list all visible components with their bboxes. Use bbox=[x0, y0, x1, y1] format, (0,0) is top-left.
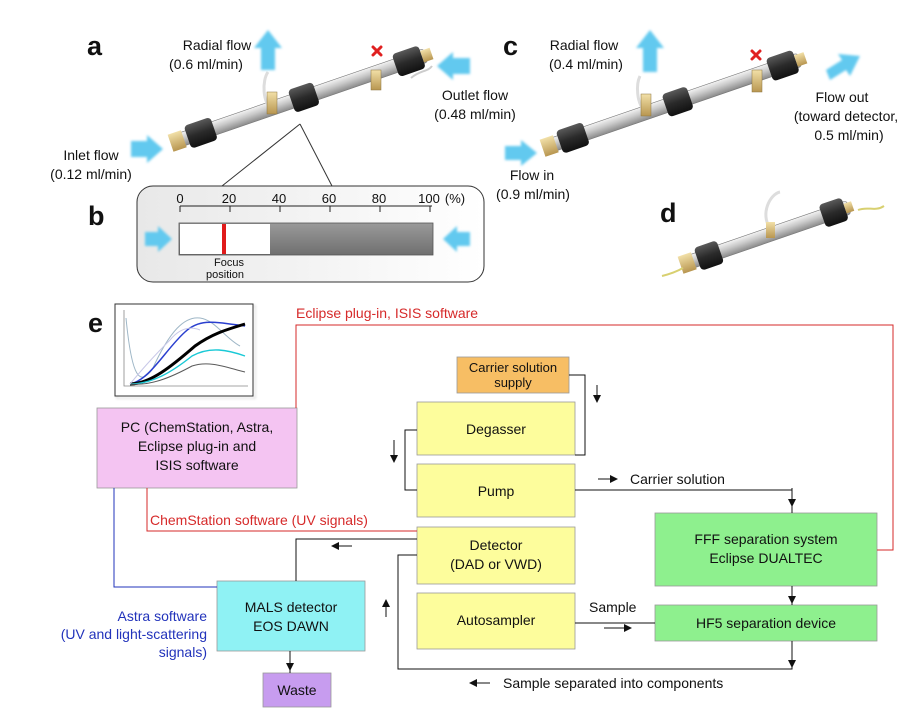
focus-marker bbox=[222, 224, 226, 254]
radial-flow-rate-a: (0.6 ml/min) bbox=[169, 56, 243, 72]
flow-lines bbox=[286, 374, 796, 687]
scale-tick-80: 80 bbox=[372, 191, 386, 206]
radial-flow-rate-c: (0.4 ml/min) bbox=[549, 56, 623, 72]
pc-box-line-2: Eclipse plug-in and bbox=[138, 438, 256, 454]
eclipse-link-line bbox=[295, 324, 894, 551]
inlet-flow-arrow-a bbox=[131, 135, 163, 163]
panel-e-letter: e bbox=[88, 308, 103, 338]
panel-d-letter: d bbox=[660, 198, 677, 228]
pc-box-line-3: ISIS software bbox=[155, 457, 238, 473]
panel-a-letter: a bbox=[87, 31, 103, 61]
pump-box bbox=[416, 463, 576, 518]
waste-label: Waste bbox=[277, 682, 316, 698]
scale-ticks bbox=[179, 206, 431, 212]
panel-e: e PC (ChemStation, Astra, Eclipse plug-i… bbox=[61, 303, 894, 708]
astra-link-line-1: Astra software bbox=[118, 608, 208, 624]
outlet-flow-label-a: Outlet flow bbox=[442, 87, 509, 103]
scale-tick-0: 0 bbox=[176, 191, 183, 206]
scale-unit: (%) bbox=[445, 191, 465, 206]
focus-label-2: position bbox=[206, 269, 244, 281]
astra-link-line-2: (UV and light-scattering bbox=[61, 626, 207, 642]
astra-link-line-3: signals) bbox=[159, 644, 207, 660]
focus-label-1: Focus bbox=[214, 257, 244, 269]
carrier-solution-label: Carrier solution bbox=[630, 471, 725, 487]
channel-a bbox=[167, 46, 434, 152]
scale-tick-60: 60 bbox=[322, 191, 336, 206]
radial-flow-arrow-c bbox=[636, 30, 664, 72]
fff-system-box bbox=[654, 512, 878, 587]
scale-tick-100: 100 bbox=[418, 191, 440, 206]
scale-tick-40: 40 bbox=[272, 191, 286, 206]
flow-out-arrow-c bbox=[826, 54, 860, 80]
hf5-device-label: HF5 separation device bbox=[696, 615, 836, 631]
right-inflow-arrow-b bbox=[443, 226, 470, 252]
waste-box bbox=[262, 672, 332, 708]
flow-in-arrow-c bbox=[505, 140, 537, 166]
flow-out-detail-c: (toward detector, bbox=[794, 108, 898, 124]
signal-plot-inset bbox=[114, 303, 256, 399]
outlet-port-a bbox=[370, 69, 382, 91]
radial-port-d bbox=[766, 222, 775, 238]
panel-d: d bbox=[660, 190, 885, 277]
left-inflow-arrow-b bbox=[145, 226, 172, 252]
panel-c-letter: c bbox=[503, 31, 518, 61]
radial-port-c bbox=[640, 93, 652, 117]
pc-box bbox=[96, 407, 298, 489]
flow-in-label-c: Flow in bbox=[510, 167, 554, 183]
astra-link-line bbox=[113, 488, 217, 588]
radial-flow-label-a: Radial flow bbox=[183, 37, 252, 53]
blocked-x-icon-a bbox=[371, 45, 383, 57]
mals-box bbox=[216, 580, 366, 652]
mals-line-2: EOS DAWN bbox=[253, 618, 329, 634]
pc-box-line-1: PC (ChemStation, Astra, bbox=[121, 419, 274, 435]
blocked-port-c bbox=[751, 69, 763, 93]
hf5-device-box bbox=[654, 604, 878, 642]
inlet-flow-rate-a: (0.12 ml/min) bbox=[50, 166, 132, 182]
detector-box bbox=[416, 526, 576, 585]
degasser-label: Degasser bbox=[466, 421, 526, 437]
carrier-supply-box bbox=[456, 356, 570, 394]
flow-in-rate-c: (0.9 ml/min) bbox=[496, 186, 570, 202]
pump-label: Pump bbox=[478, 483, 515, 499]
carrier-supply-line-1: Carrier solution bbox=[469, 360, 557, 375]
fff-system-line-2: Eclipse DUALTEC bbox=[709, 550, 822, 566]
panel-b-letter: b bbox=[88, 201, 105, 231]
degasser-box bbox=[416, 401, 576, 456]
zoom-line-right bbox=[299, 123, 333, 187]
carrier-supply-line-2: supply bbox=[494, 375, 532, 390]
radial-port-a bbox=[266, 91, 278, 115]
mals-line-1: MALS detector bbox=[245, 599, 338, 615]
flow-out-rate-c: 0.5 ml/min) bbox=[814, 127, 883, 143]
autosampler-label: Autosampler bbox=[457, 612, 536, 628]
eclipse-link-label: Eclipse plug-in, ISIS software bbox=[296, 305, 478, 321]
chemstation-link-line bbox=[146, 488, 417, 532]
fff-system-line-1: FFF separation system bbox=[694, 531, 837, 547]
inlet-flow-label-a: Inlet flow bbox=[63, 147, 119, 163]
sample-label: Sample bbox=[589, 599, 637, 615]
blocked-x-icon-c bbox=[750, 49, 762, 61]
outlet-flow-arrow-a bbox=[437, 52, 470, 80]
radial-flow-label-c: Radial flow bbox=[550, 37, 619, 53]
panel-c: c Radial flow (0.4 ml/min) Flow out (tow… bbox=[496, 30, 898, 202]
detector-line-2: (DAD or VWD) bbox=[450, 556, 542, 572]
scale-tick-20: 20 bbox=[222, 191, 236, 206]
zoom-line-left bbox=[221, 123, 301, 187]
channel-c bbox=[539, 50, 808, 157]
separated-label: Sample separated into components bbox=[503, 675, 723, 691]
flow-out-label-c: Flow out bbox=[816, 89, 869, 105]
panel-a: a Radial flow (0.6 ml/min) Out bbox=[50, 30, 516, 187]
radial-flow-arrow-a bbox=[254, 30, 282, 70]
autosampler-box bbox=[416, 592, 576, 650]
panel-b: b 0 20 40 60 80 100 (%) Focus position bbox=[88, 185, 485, 283]
chemstation-link-label: ChemStation software (UV signals) bbox=[150, 512, 368, 528]
detector-line-1: Detector bbox=[470, 537, 523, 553]
outlet-flow-rate-a: (0.48 ml/min) bbox=[434, 106, 516, 122]
